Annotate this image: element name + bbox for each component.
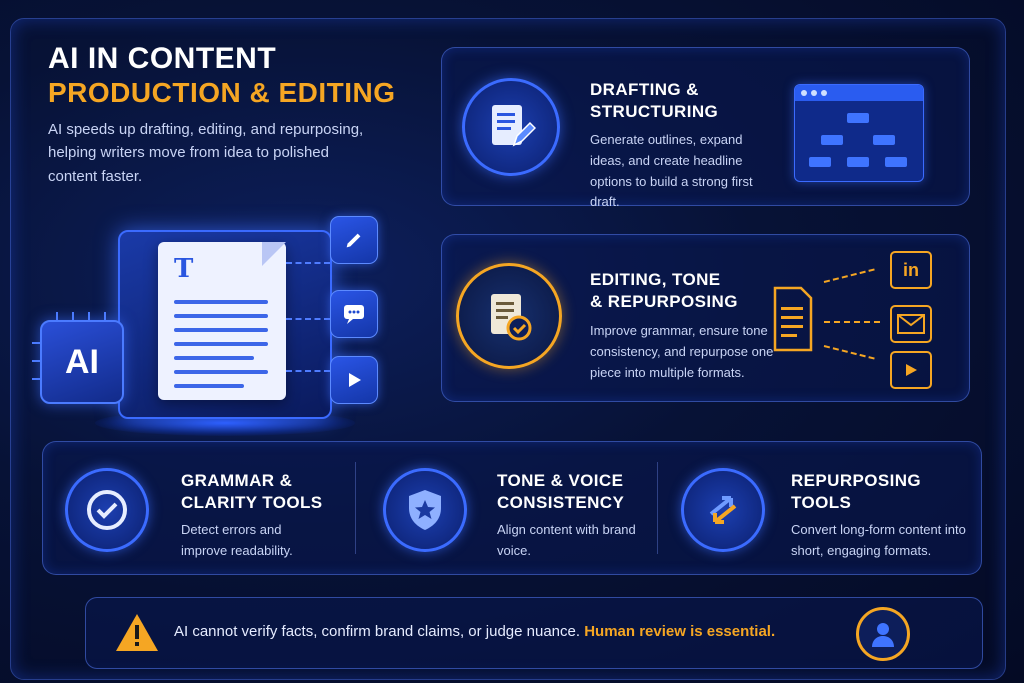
- swap-arrows-icon: [681, 468, 765, 552]
- shield-star-icon: [383, 468, 467, 552]
- editing-title: EDITING, TONE & REPURPOSING: [590, 270, 738, 312]
- tools-row: GRAMMAR & CLARITY TOOLS Detect errors an…: [42, 441, 982, 575]
- chat-bubble-icon: [330, 290, 378, 338]
- repurposing-title: REPURPOSING TOOLS: [791, 471, 922, 513]
- document-pen-icon: [462, 78, 560, 176]
- repurposing-description: Convert long-form content into short, en…: [791, 522, 966, 558]
- pencil-icon: [330, 216, 378, 264]
- drafting-card: DRAFTING & STRUCTURING Generate outlines…: [441, 47, 970, 209]
- ai-chip-icon: AI: [32, 312, 124, 404]
- editing-card: EDITING, TONE & REPURPOSING Improve gram…: [441, 234, 970, 402]
- hero-description: AI speeds up drafting, editing, and repu…: [48, 121, 364, 185]
- warning-emphasis: Human review is essential.: [584, 623, 776, 640]
- user-avatar-icon: [856, 607, 910, 661]
- video-play-icon: [890, 351, 932, 389]
- tone-title: TONE & VOICE CONSISTENCY: [497, 471, 625, 513]
- doc-letter: T: [174, 254, 194, 284]
- hero-illustration: T AI: [32, 210, 400, 440]
- play-icon: [330, 356, 378, 404]
- warning-icon: [114, 612, 160, 654]
- warning-text: AI cannot verify facts, confirm brand cl…: [174, 623, 776, 640]
- drafting-title: DRAFTING & STRUCTURING: [590, 80, 719, 122]
- document-check-icon: [456, 263, 562, 369]
- source-document-icon: [772, 285, 813, 353]
- hero-title-line1: AI IN CONTENT: [48, 42, 277, 75]
- checkmark-icon: [65, 468, 149, 552]
- frame: [10, 18, 1006, 680]
- ai-chip-label: AI: [65, 342, 99, 381]
- document-icon: T: [158, 242, 286, 400]
- editing-description: Improve grammar, ensure tone consistency…: [590, 323, 774, 380]
- grammar-description: Detect errors and improve readability.: [181, 522, 293, 558]
- linkedin-icon: in: [890, 251, 932, 289]
- flowchart-browser-icon: [794, 84, 924, 182]
- hero-title: AI IN CONTENT PRODUCTION & EDITING: [48, 42, 396, 109]
- email-icon: [890, 305, 932, 343]
- hero-title-line2: PRODUCTION & EDITING: [48, 76, 396, 108]
- warning-bar: AI cannot verify facts, confirm brand cl…: [85, 597, 983, 669]
- tone-description: Align content with brand voice.: [497, 522, 636, 558]
- grammar-title: GRAMMAR & CLARITY TOOLS: [181, 471, 323, 513]
- drafting-description: Generate outlines, expand ideas, and cre…: [590, 132, 753, 210]
